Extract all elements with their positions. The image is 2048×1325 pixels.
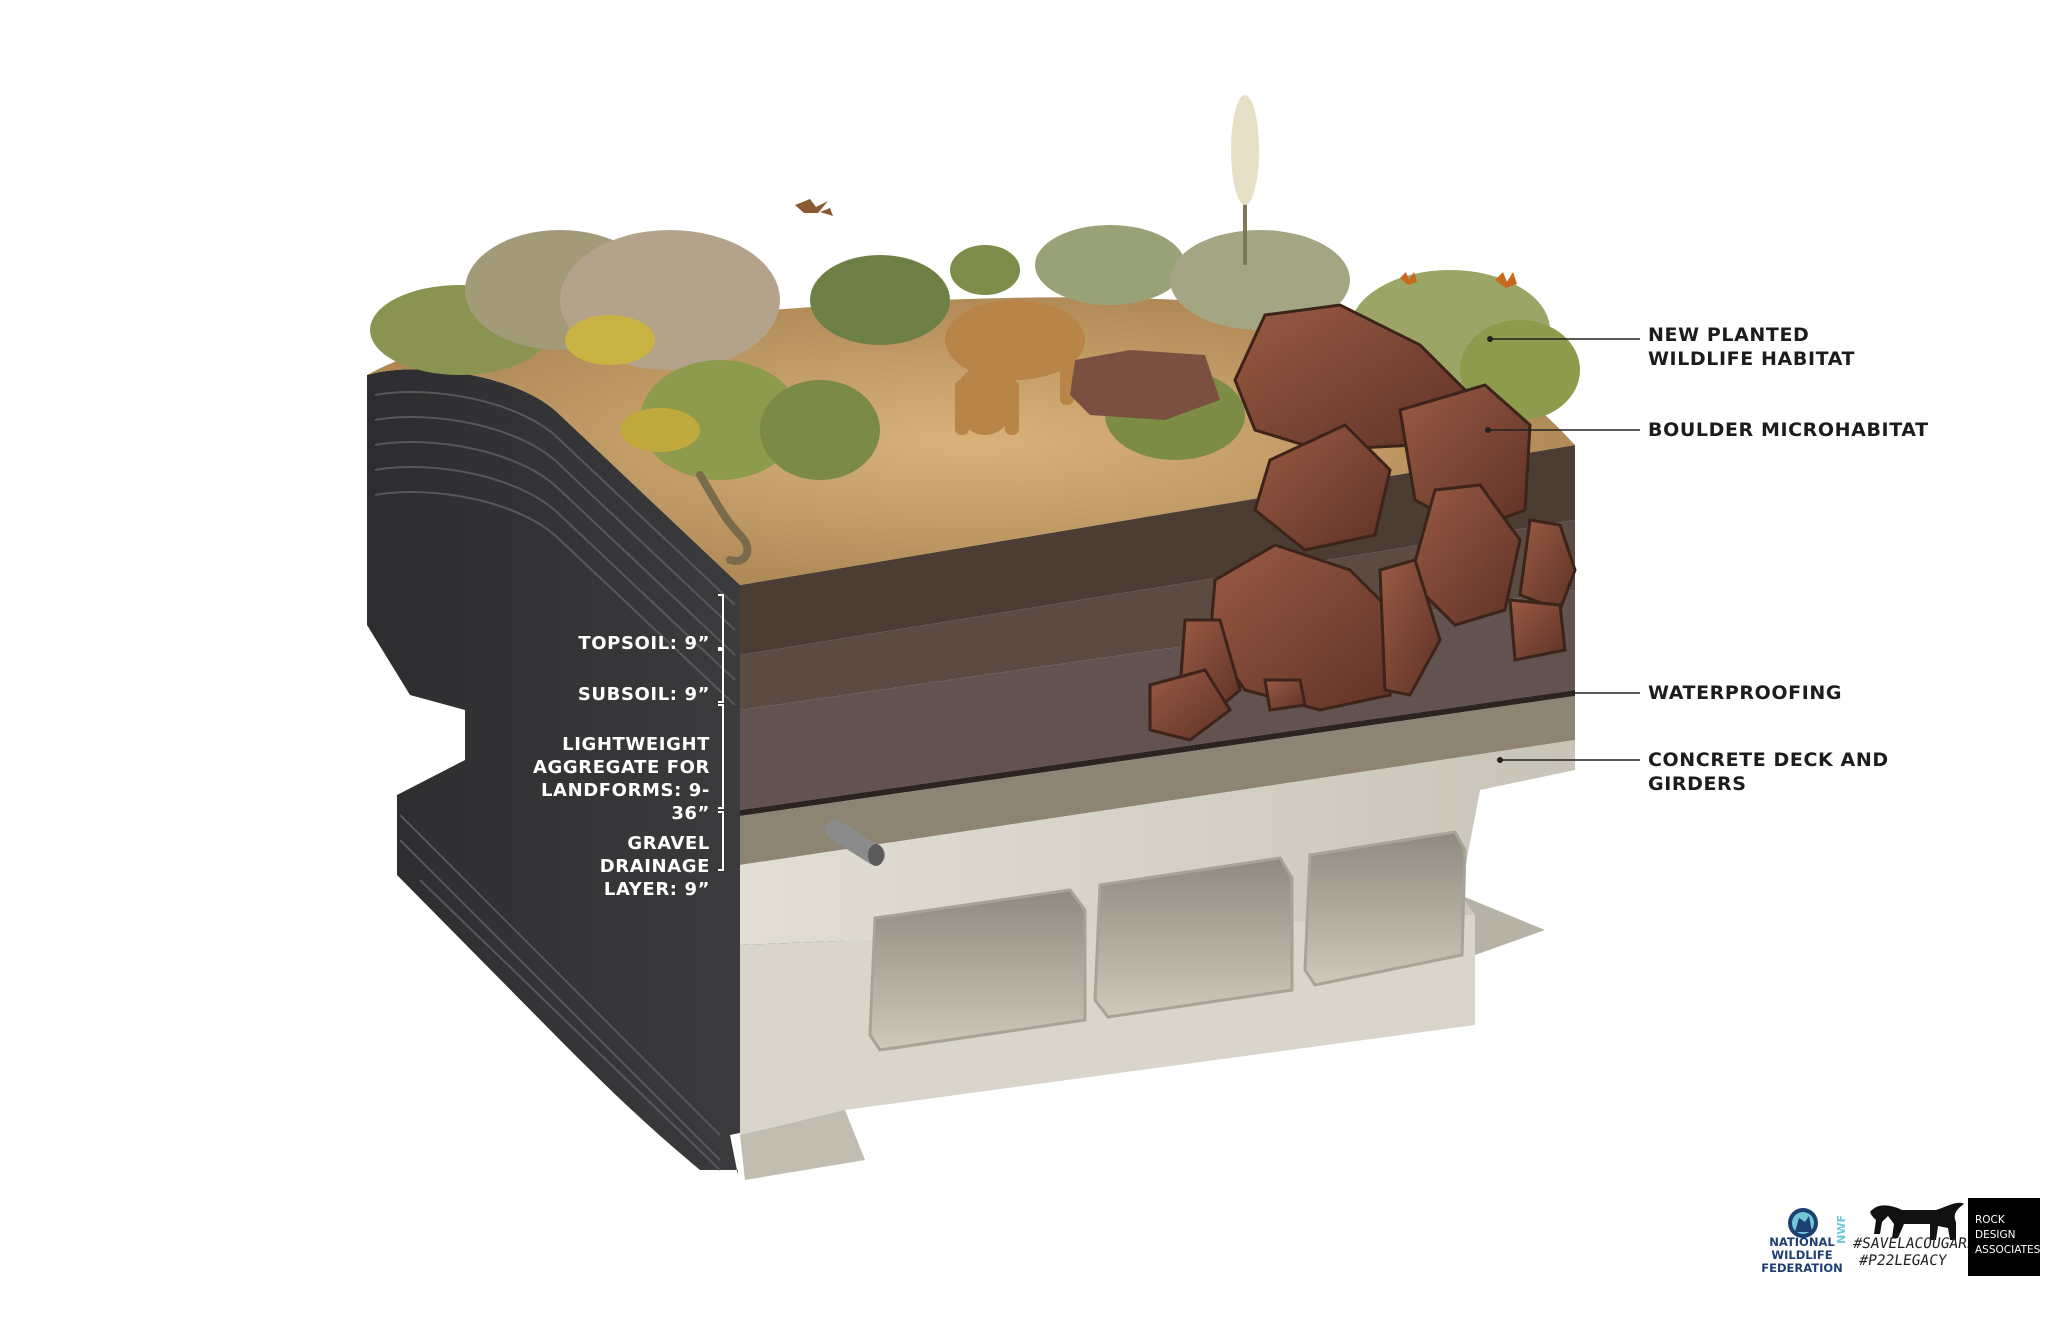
nwf-logo-emblem [1788,1208,1818,1238]
mountain-lion [945,300,1085,435]
butterflies [1400,272,1517,288]
label-gravel-drainage: GRAVEL DRAINAGE LAYER: 9” [599,833,710,900]
drain-pipe [825,820,885,866]
flying-birds [795,199,833,216]
label-lightweight-aggregate: LIGHTWEIGHT AGGREGATE FOR LANDFORMS: 9-3… [532,734,710,824]
yucca-flower-stalk [1231,95,1259,265]
label-topsoil: TOPSOIL: 9” [578,633,710,654]
subsoil-layer [740,520,1575,710]
callout-dots [1485,336,1503,763]
hashtag-p22legacy: #P22LEGACY [1858,1253,1948,1269]
girder-cell-3 [1303,830,1467,987]
rattlesnake [696,471,752,565]
rock-design-associates-logo-box [1968,1198,2040,1276]
hashtag-savelacougars: #SAVELACOUGARS [1852,1236,1977,1252]
nwf-logo-text: NATIONAL WILDLIFE FEDERATION [1761,1235,1843,1275]
label-subsoil: SUBSOIL: 9” [577,684,710,705]
rock-design-associates-logo-text: ROCK DESIGN ASSOCIATES [1975,1214,2041,1256]
callout-leaders [1488,338,1640,761]
callout-concrete-deck-and-girders: CONCRETE DECK AND GIRDERS [1648,749,1889,795]
waterproofing-line [740,690,1575,816]
nwf-logo-abbr: NWF [1835,1215,1848,1244]
girder-cell-1 [868,888,1087,1052]
planted-vegetation [370,225,1580,480]
hashtags-logo: #SAVELACOUGARS #P22LEGACY [1850,1236,1977,1270]
layer-depth-brackets [718,594,724,871]
callout-new-planted-wildlife-habitat: NEW PLANTED WILDLIFE HABITAT [1648,324,1856,370]
concrete-underside [1460,895,1545,955]
flat-rock [1070,350,1220,420]
boulder-microhabitat [1148,303,1577,742]
girder-cell-2 [1093,856,1294,1019]
cougar-silhouette-logo [1870,1202,1964,1240]
gravel-layer [740,696,1575,865]
girders [740,830,1475,1180]
callout-boulder-microhabitat: BOULDER MICROHABITAT [1648,419,1929,441]
bridge-side-grooves [374,391,736,1171]
bridge-side-face [367,369,845,1175]
callout-waterproofing: WATERPROOFING [1648,682,1843,704]
